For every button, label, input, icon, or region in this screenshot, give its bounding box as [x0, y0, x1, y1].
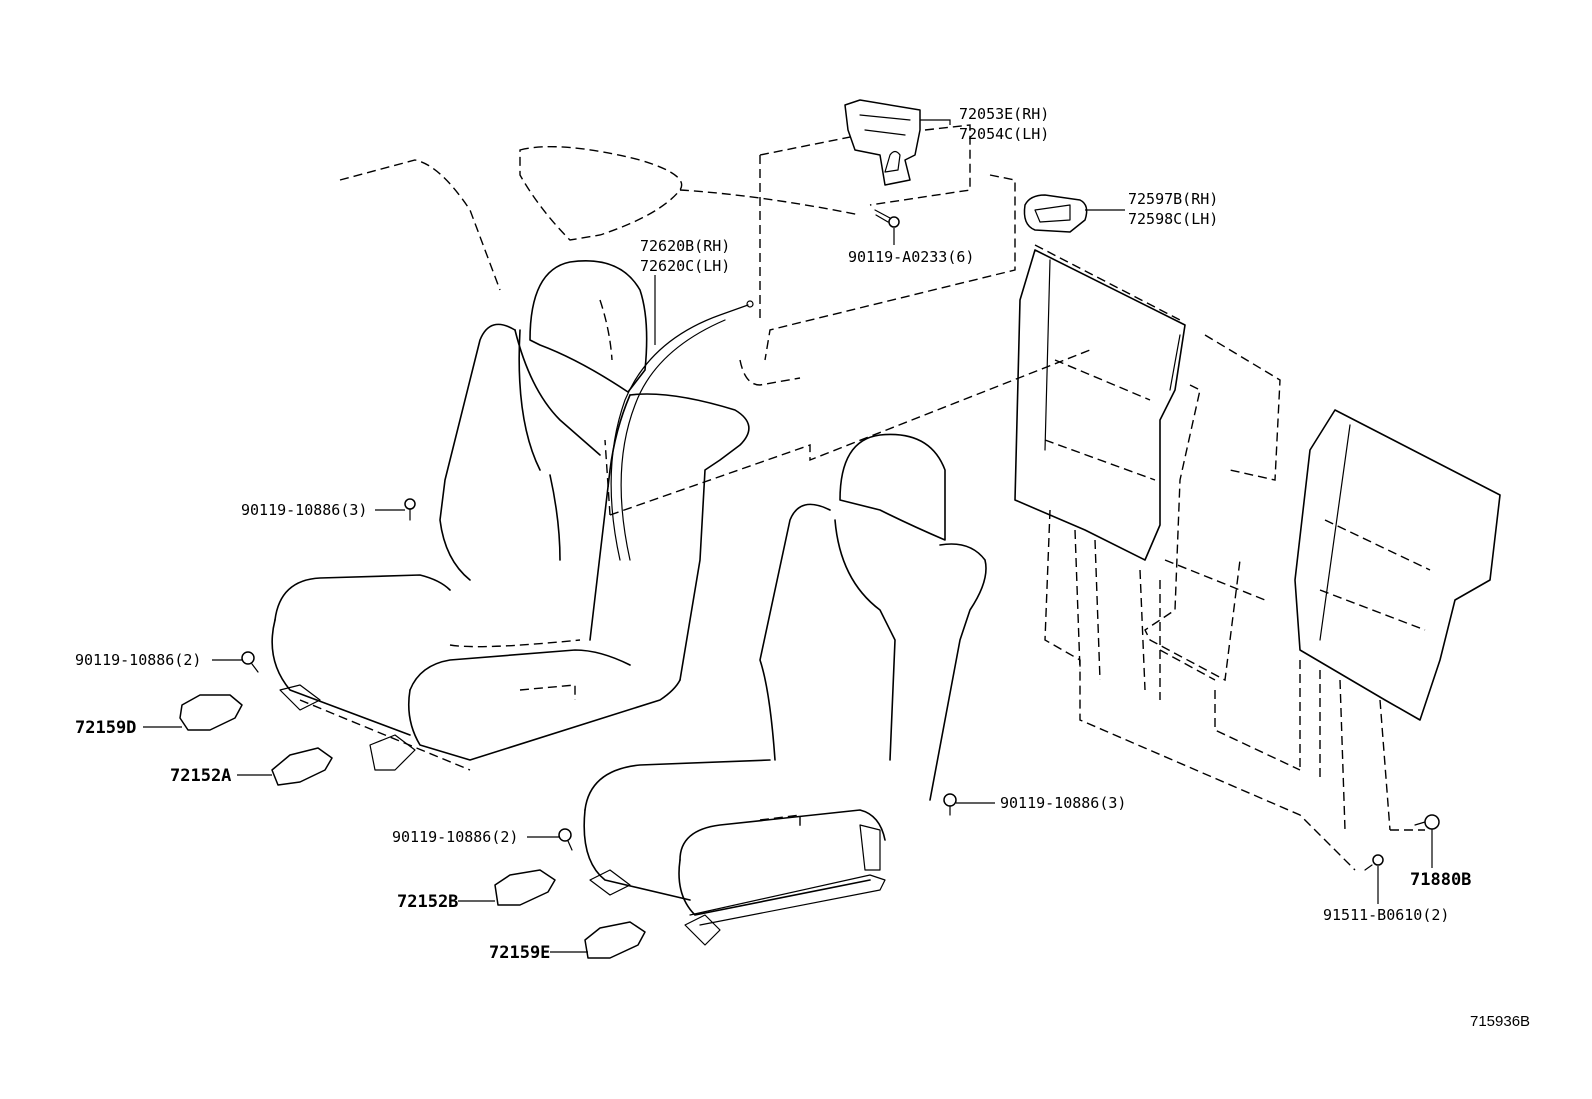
trunk-outline [339, 124, 1091, 516]
label-72598C: 72598C(LH) [1128, 210, 1218, 228]
bolts [241, 498, 1440, 871]
bolt-a0233 [874, 209, 900, 228]
label-90119-10886-2-mid: 90119-10886(2) [392, 828, 518, 846]
label-72159E: 72159E [489, 943, 550, 963]
label-72620C: 72620C(LH) [640, 257, 730, 275]
callout-labels: 72053E(RH) 72054C(LH) 72597B(RH) 72598C(… [75, 105, 1530, 1030]
label-72053E: 72053E(RH) [959, 105, 1049, 123]
label-71880B: 71880B [1410, 870, 1471, 890]
rear-panels [1014, 244, 1501, 871]
label-72620B: 72620B(RH) [640, 237, 730, 255]
label-90119-A0233: 90119-A0233(6) [848, 248, 974, 266]
label-72159D: 72159D [75, 718, 136, 738]
diagram-code: 715936B [1470, 1013, 1530, 1030]
label-72054C: 72054C(LH) [959, 125, 1049, 143]
label-91511-B0610: 91511-B0610(2) [1323, 906, 1449, 924]
label-90119-10886-3-left: 90119-10886(3) [241, 501, 367, 519]
lock-cover [1023, 194, 1088, 233]
label-72597B: 72597B(RH) [1128, 190, 1218, 208]
label-72152A: 72152A [170, 766, 231, 786]
label-90119-10886-3-right: 90119-10886(3) [1000, 794, 1126, 812]
label-90119-10886-2-left: 90119-10886(2) [75, 651, 201, 669]
leader-lines [143, 119, 1433, 953]
right-seat [583, 433, 987, 946]
hinge-covers [179, 694, 646, 959]
label-72152B: 72152B [397, 892, 458, 912]
left-seat [271, 260, 754, 771]
latch-assembly [844, 99, 921, 186]
